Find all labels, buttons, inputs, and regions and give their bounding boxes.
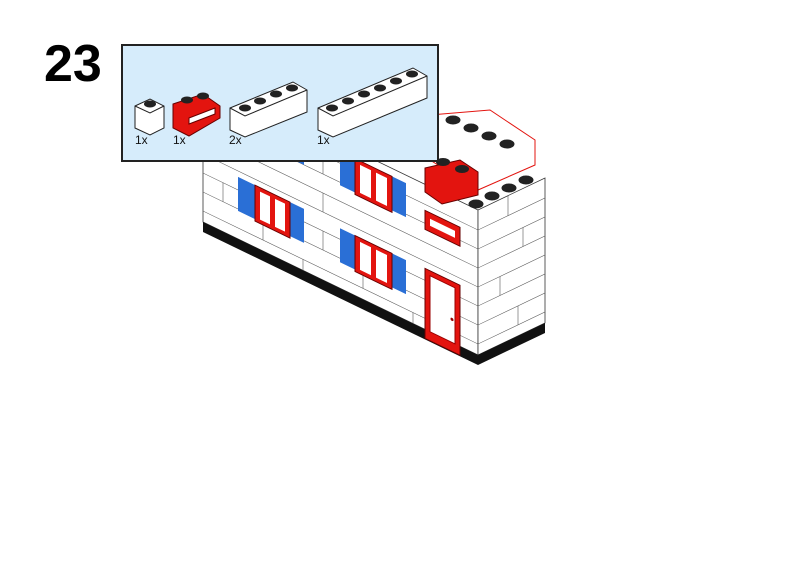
door <box>424 267 461 357</box>
side-wall <box>477 177 546 365</box>
window-brick-icon <box>172 92 221 137</box>
step-number: 23 <box>44 35 102 93</box>
part-qty: 1x <box>135 133 148 147</box>
parts-illustration <box>134 67 428 138</box>
brick-1x1-icon <box>134 98 165 136</box>
parts-list-panel: 1x 1x 2x 1x <box>121 44 439 162</box>
small-red-window <box>424 209 461 248</box>
red-window-brick-top <box>424 158 479 205</box>
brick-1x4-icon <box>229 81 308 138</box>
brick-1x6-icon <box>317 67 428 138</box>
part-qty: 2x <box>229 133 242 147</box>
part-qty: 1x <box>173 133 186 147</box>
part-qty: 1x <box>317 133 330 147</box>
top-studs <box>445 115 534 209</box>
